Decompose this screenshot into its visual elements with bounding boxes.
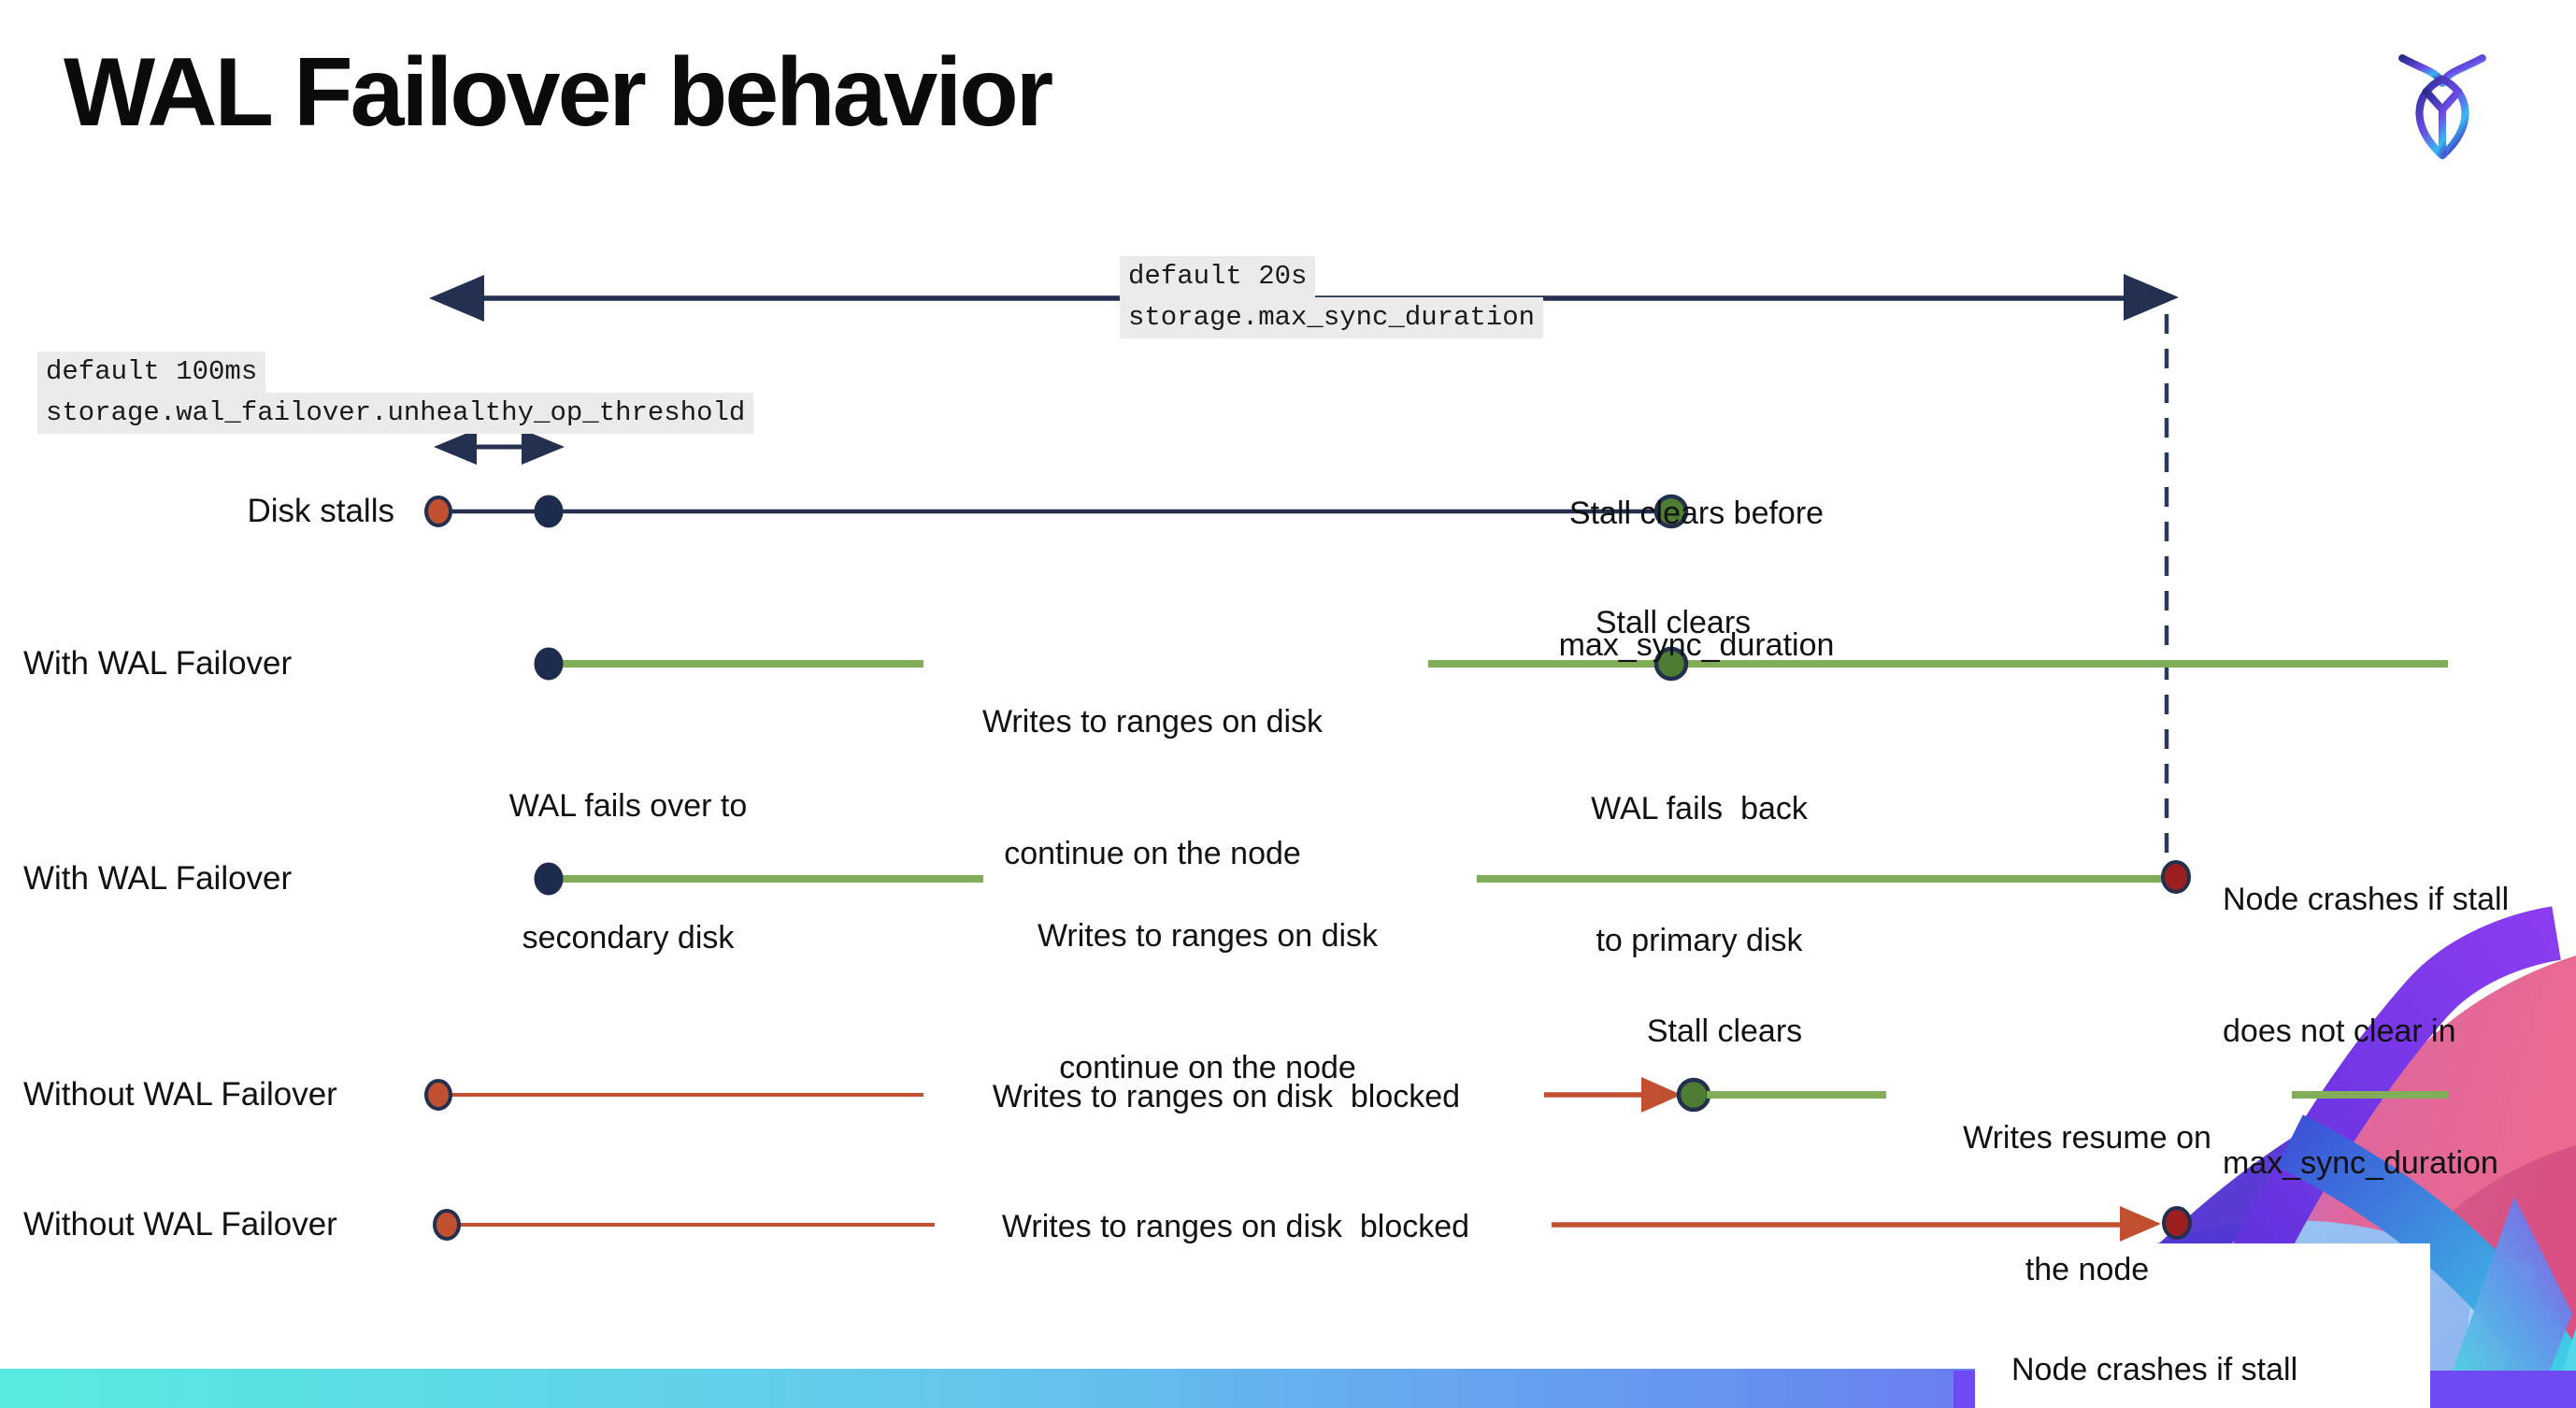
crash-dot	[2162, 1206, 2192, 1240]
threshold-arrow	[434, 429, 565, 465]
timeline-wal-failover-crash	[534, 860, 2191, 896]
annotation-wal-fails-back: WAL fails back to primary disk	[1591, 791, 1808, 958]
annotation-writes-continue-row2: Writes to ranges on disk continue on the…	[981, 704, 1324, 871]
arrowhead-right	[2124, 274, 2179, 321]
stall-clear-dot	[1676, 1077, 1711, 1113]
stall-start-dot	[433, 1209, 461, 1241]
crash-dot	[2161, 860, 2191, 894]
failover-dot	[534, 647, 564, 681]
annotation-stall-clears-before: Stall clears before max_sync_duration	[1558, 496, 1835, 663]
cockroachdb-logo-icon	[2398, 54, 2486, 160]
page-title: WAL Failover behavior	[64, 38, 1053, 147]
max-sync-setting-label: storage.max_sync_duration	[1120, 297, 1544, 338]
row-label-with-wal-failover-1: With WAL Failover	[23, 645, 293, 682]
stall-start-dot	[424, 496, 452, 527]
stall-clear-dot	[1653, 646, 1689, 682]
threshold-default-label: default 100ms	[37, 352, 266, 393]
max-sync-default-label: default 20s	[1120, 256, 1316, 297]
row-label-without-wal-failover-2: Without WAL Failover	[23, 1206, 337, 1243]
annotation-writes-resume: Writes resume on the node	[1963, 1120, 2211, 1287]
annotation-node-crashes-row5: Node crashes if stall does not clear in …	[2011, 1352, 2298, 1387]
annotation-stall-clears-row2: Stall clears	[1595, 605, 1752, 640]
timeline-wal-failover-clears	[534, 646, 2448, 682]
stall-clear-dot	[1653, 494, 1689, 529]
row-label-without-wal-failover-1: Without WAL Failover	[23, 1076, 337, 1113]
timeline-no-failover-crash	[433, 1206, 2192, 1242]
annotation-writes-blocked-row4: Writes to ranges on disk blocked	[992, 1079, 1461, 1114]
annotation-node-crashes-row3: Node crashes if stall does not clear in …	[2223, 882, 2510, 1181]
annotation-stall-clears-row4: Stall clears	[1646, 1013, 1803, 1049]
row-label-with-wal-failover-2: With WAL Failover	[23, 860, 293, 897]
timeline-disk-stalls	[424, 494, 1689, 529]
failover-threshold-dot	[534, 495, 564, 528]
annotation-wal-fails-over: WAL fails over to secondary disk	[508, 788, 748, 955]
arrowhead-right	[1641, 1077, 1682, 1113]
crash-callout-box	[1975, 1243, 2430, 1408]
failover-dot	[534, 862, 564, 896]
timeline-no-failover-clears	[424, 1077, 2448, 1113]
annotation-writes-blocked-row5: Writes to ranges on disk blocked	[1001, 1209, 1470, 1244]
arrowhead-left	[429, 275, 484, 322]
row-label-disk-stalls: Disk stalls	[247, 493, 394, 529]
threshold-setting-label: storage.wal_failover.unhealthy_op_thresh…	[37, 393, 754, 434]
annotation-writes-continue-row3: Writes to ranges on disk continue on the…	[1037, 918, 1379, 1085]
arrowhead-right	[2120, 1206, 2161, 1242]
stall-start-dot	[424, 1079, 452, 1111]
